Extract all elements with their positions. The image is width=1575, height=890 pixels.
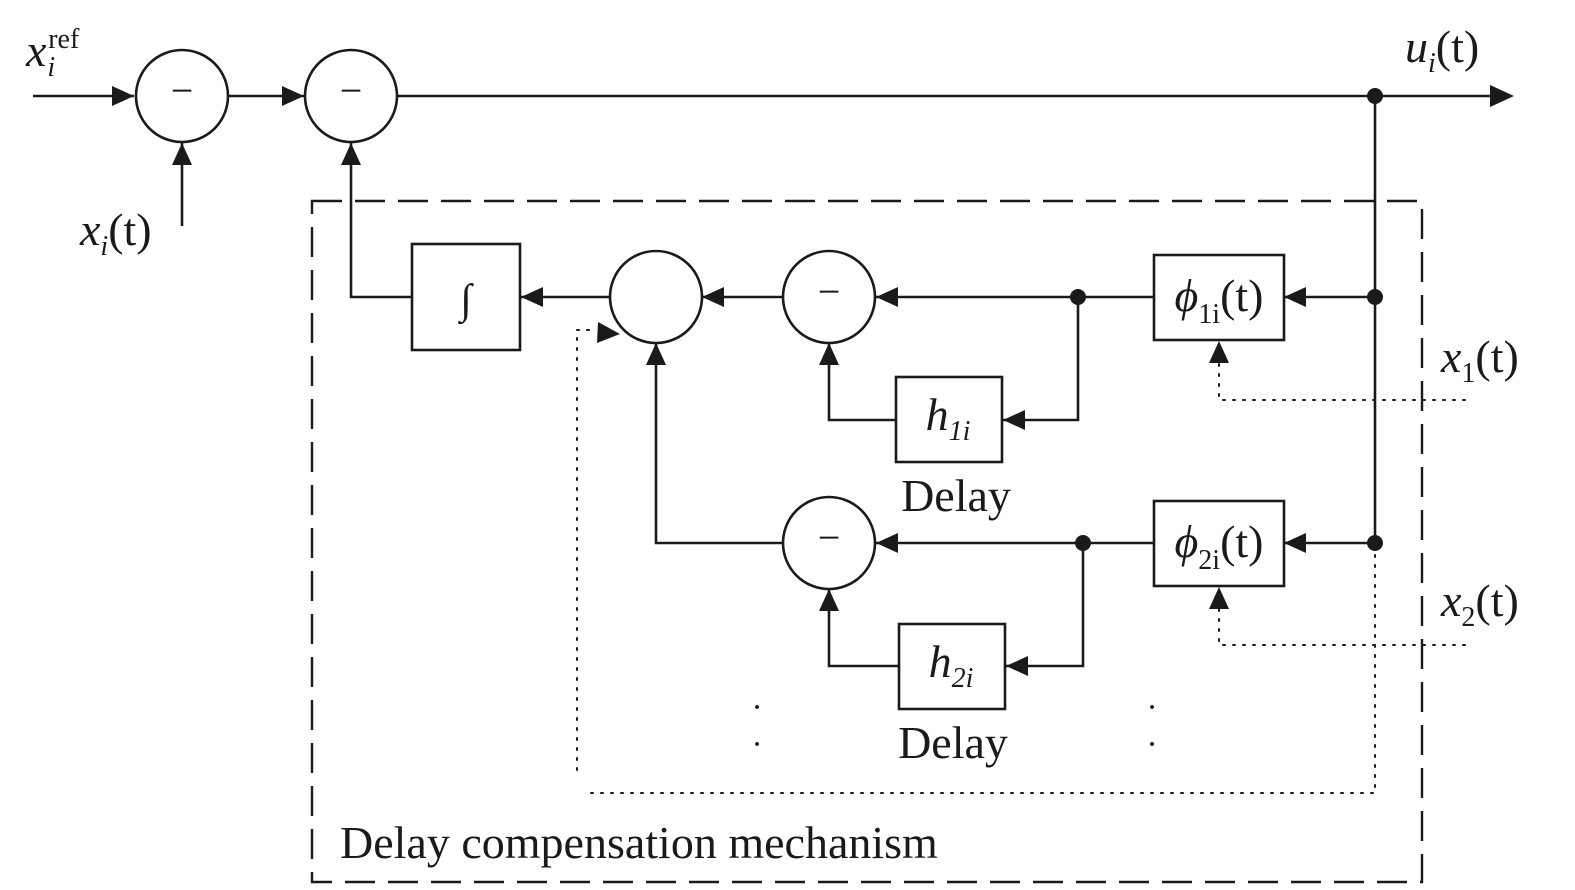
arrow-h2-up <box>819 589 839 611</box>
mechanism-boundary <box>310 199 1424 884</box>
junction-output <box>1367 88 1383 104</box>
wire-minus2-to-summer <box>654 343 784 545</box>
mechanism-caption: Delay compensation mechanism <box>340 817 938 868</box>
sum2-circle <box>303 48 399 144</box>
dotted-x2-path <box>1218 607 1466 646</box>
arrow-into-integrator <box>521 287 543 307</box>
arrow-summer-up <box>646 343 666 365</box>
phi1-block <box>1152 253 1286 342</box>
sum1-minus: − <box>171 68 194 113</box>
integrator-symbol: ∫ <box>457 277 474 325</box>
arrow-into-minus2 <box>876 533 898 553</box>
arrow-feedback-up <box>341 143 361 165</box>
h1-block <box>894 375 1004 464</box>
minus2-circle <box>781 495 877 591</box>
sum2-minus: − <box>340 68 363 113</box>
arrow-into-phi2 <box>1284 533 1306 553</box>
wire-phi1-to-h1 <box>1003 297 1080 422</box>
arrow-into-h2 <box>1006 656 1028 676</box>
integrator-block <box>410 242 522 352</box>
dotted-return-path <box>584 554 1376 794</box>
minus1-circle <box>781 249 877 345</box>
phi1-label: ϕ1i(t) <box>1174 270 1263 330</box>
delay-label-2: Delay <box>898 717 1008 768</box>
ellipsis-dot-left-bottom: · <box>751 726 762 763</box>
arrow-into-minus1 <box>876 287 898 307</box>
arrow-h1-up <box>819 343 839 365</box>
minus2-sign: − <box>818 515 841 560</box>
sum1-circle <box>134 48 230 144</box>
control-output-label: ui(t) <box>1405 21 1479 79</box>
phi2-block <box>1152 499 1286 588</box>
dotted-summer-path <box>576 329 597 771</box>
measured-state-label: xi(t) <box>79 204 152 262</box>
h2-label: h2i <box>929 636 974 694</box>
minus1-sign: − <box>818 269 841 314</box>
phi2-label: ϕ2i(t) <box>1174 516 1263 576</box>
arrow-into-h1 <box>1003 410 1025 430</box>
arrow-into-summer <box>702 287 724 307</box>
summer-circle <box>608 249 704 345</box>
x1-input-label: x1(t) <box>1440 331 1519 389</box>
arrow-x2-into-phi2 <box>1209 587 1229 609</box>
arrow-into-phi1 <box>1284 287 1306 307</box>
arrow-measurement-up <box>172 143 192 165</box>
dotted-x1-path <box>1218 361 1466 401</box>
arrow-into-sum1 <box>112 86 134 106</box>
x2-input-label: x2(t) <box>1440 575 1519 633</box>
wire-integrator-to-sum2 <box>349 143 412 299</box>
ellipsis-dot-left-top: · <box>751 689 762 726</box>
h1-label: h1i <box>926 389 971 447</box>
arrow-output <box>1490 85 1514 107</box>
delay-label-1: Delay <box>901 470 1011 521</box>
reference-input-label: xiref <box>25 24 80 83</box>
arrow-into-sum2 <box>282 86 304 106</box>
ellipsis-dot-right-bottom: · <box>1146 726 1157 763</box>
h2-block <box>897 622 1007 711</box>
arrow-dotted-into-summer <box>597 322 620 343</box>
wire-h1-to-minus1 <box>827 343 896 422</box>
wire-phi2-to-h2 <box>1006 543 1085 668</box>
arrow-x1-into-phi1 <box>1209 341 1229 363</box>
wire-h2-to-minus2 <box>827 589 899 668</box>
ellipsis-dot-right-top: · <box>1146 689 1157 726</box>
